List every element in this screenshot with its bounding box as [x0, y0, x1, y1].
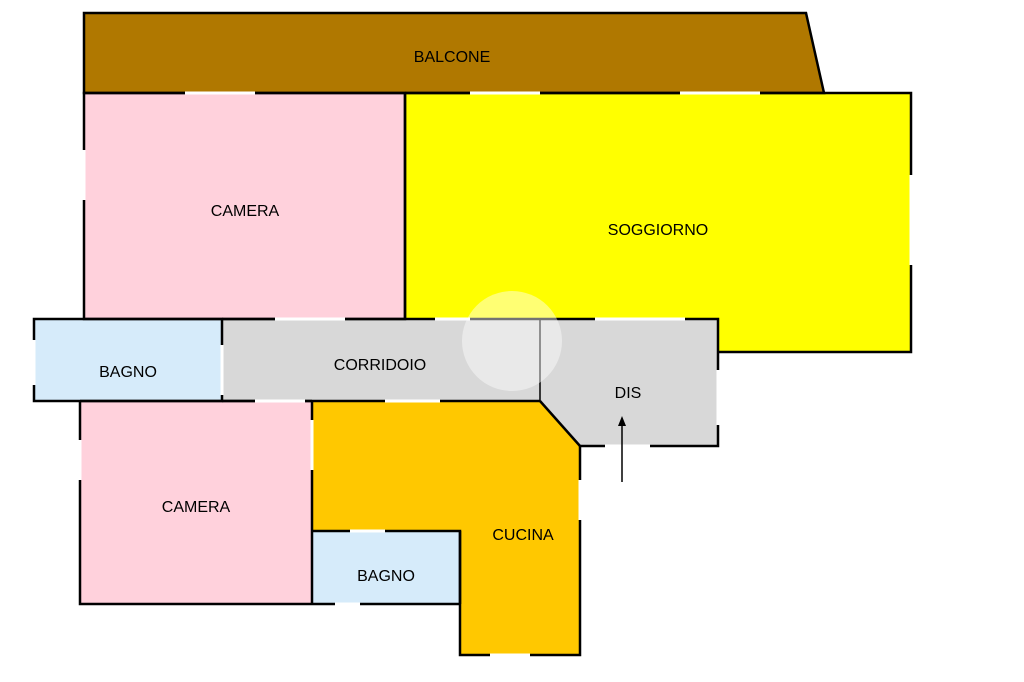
dis-label: DIS	[615, 385, 642, 402]
corridoio-label: CORRIDOIO	[334, 357, 426, 374]
up-arrow-icon	[618, 416, 626, 482]
balcone-room	[84, 13, 824, 93]
soggiorno-room	[405, 93, 911, 352]
corridoio-room	[222, 319, 540, 401]
soggiorno-label: SOGGIORNO	[608, 222, 708, 239]
camera-bottom-label: CAMERA	[162, 499, 231, 516]
bagno-left-label: BAGNO	[99, 364, 157, 381]
cucina-label: CUCINA	[492, 527, 554, 544]
balcone-label: BALCONE	[414, 49, 490, 66]
bagno-left-room	[34, 319, 222, 401]
camera-bottom-room	[80, 401, 312, 604]
watermark-logo	[462, 291, 562, 391]
cucina-room	[312, 401, 580, 655]
camera-top-room	[84, 93, 405, 319]
dis-room	[540, 319, 718, 446]
bagno-bottom-room	[312, 531, 460, 604]
bagno-bottom-label: BAGNO	[357, 568, 415, 585]
camera-top-label: CAMERA	[211, 203, 280, 220]
wall-openings	[32, 91, 913, 657]
